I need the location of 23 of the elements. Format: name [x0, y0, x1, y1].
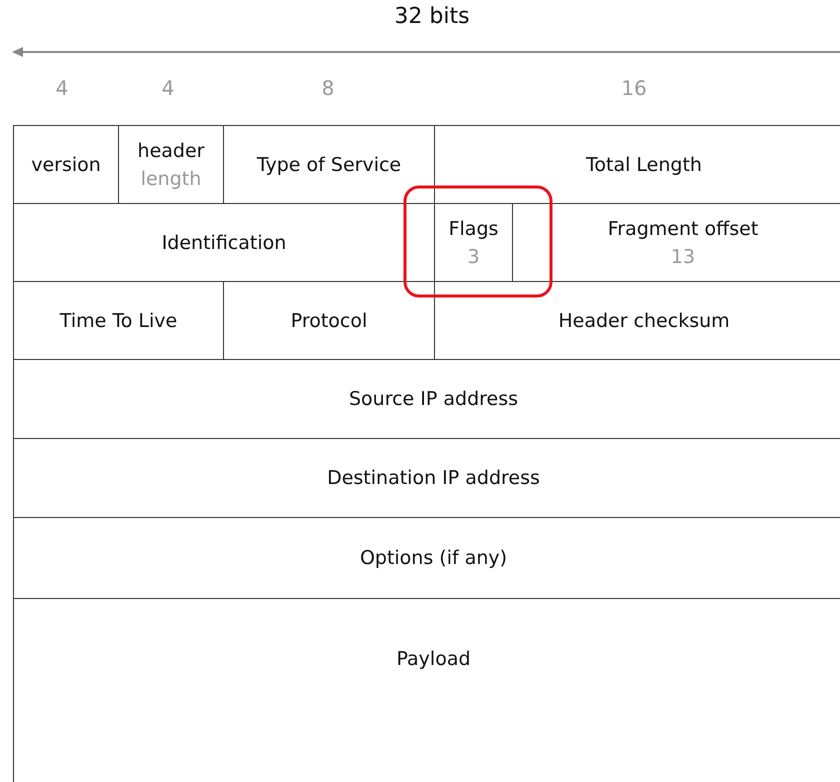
bit-width-text: length	[140, 166, 202, 192]
field-name: Source IP address	[348, 387, 518, 412]
bit-width-text: 3	[467, 244, 480, 270]
field-name: Identification	[162, 230, 286, 256]
header-field-cell	[13, 125, 119, 204]
field-name: Options (if any)	[360, 546, 508, 571]
field-name: Flags	[448, 216, 498, 242]
bit-count: 4	[56, 76, 68, 100]
bit-count: 16	[621, 76, 647, 100]
field-name: Fragment offset	[608, 216, 758, 242]
field-name: Total Length	[586, 152, 702, 178]
field-name: Destination IP address	[327, 466, 540, 491]
field-name: Protocol	[290, 308, 368, 334]
bit-count: 4	[162, 76, 174, 100]
field-name: Type of Service	[256, 152, 402, 178]
field-name: Time To Live	[60, 308, 178, 334]
field-name: header	[138, 138, 204, 164]
bit-count: 8	[322, 76, 334, 100]
bit-width-text: 13	[670, 244, 696, 270]
width-label: 32 bits	[394, 4, 470, 29]
field-name: Header checksum	[558, 308, 730, 334]
field-name: Payload	[396, 647, 471, 672]
field-name: version	[31, 152, 101, 178]
